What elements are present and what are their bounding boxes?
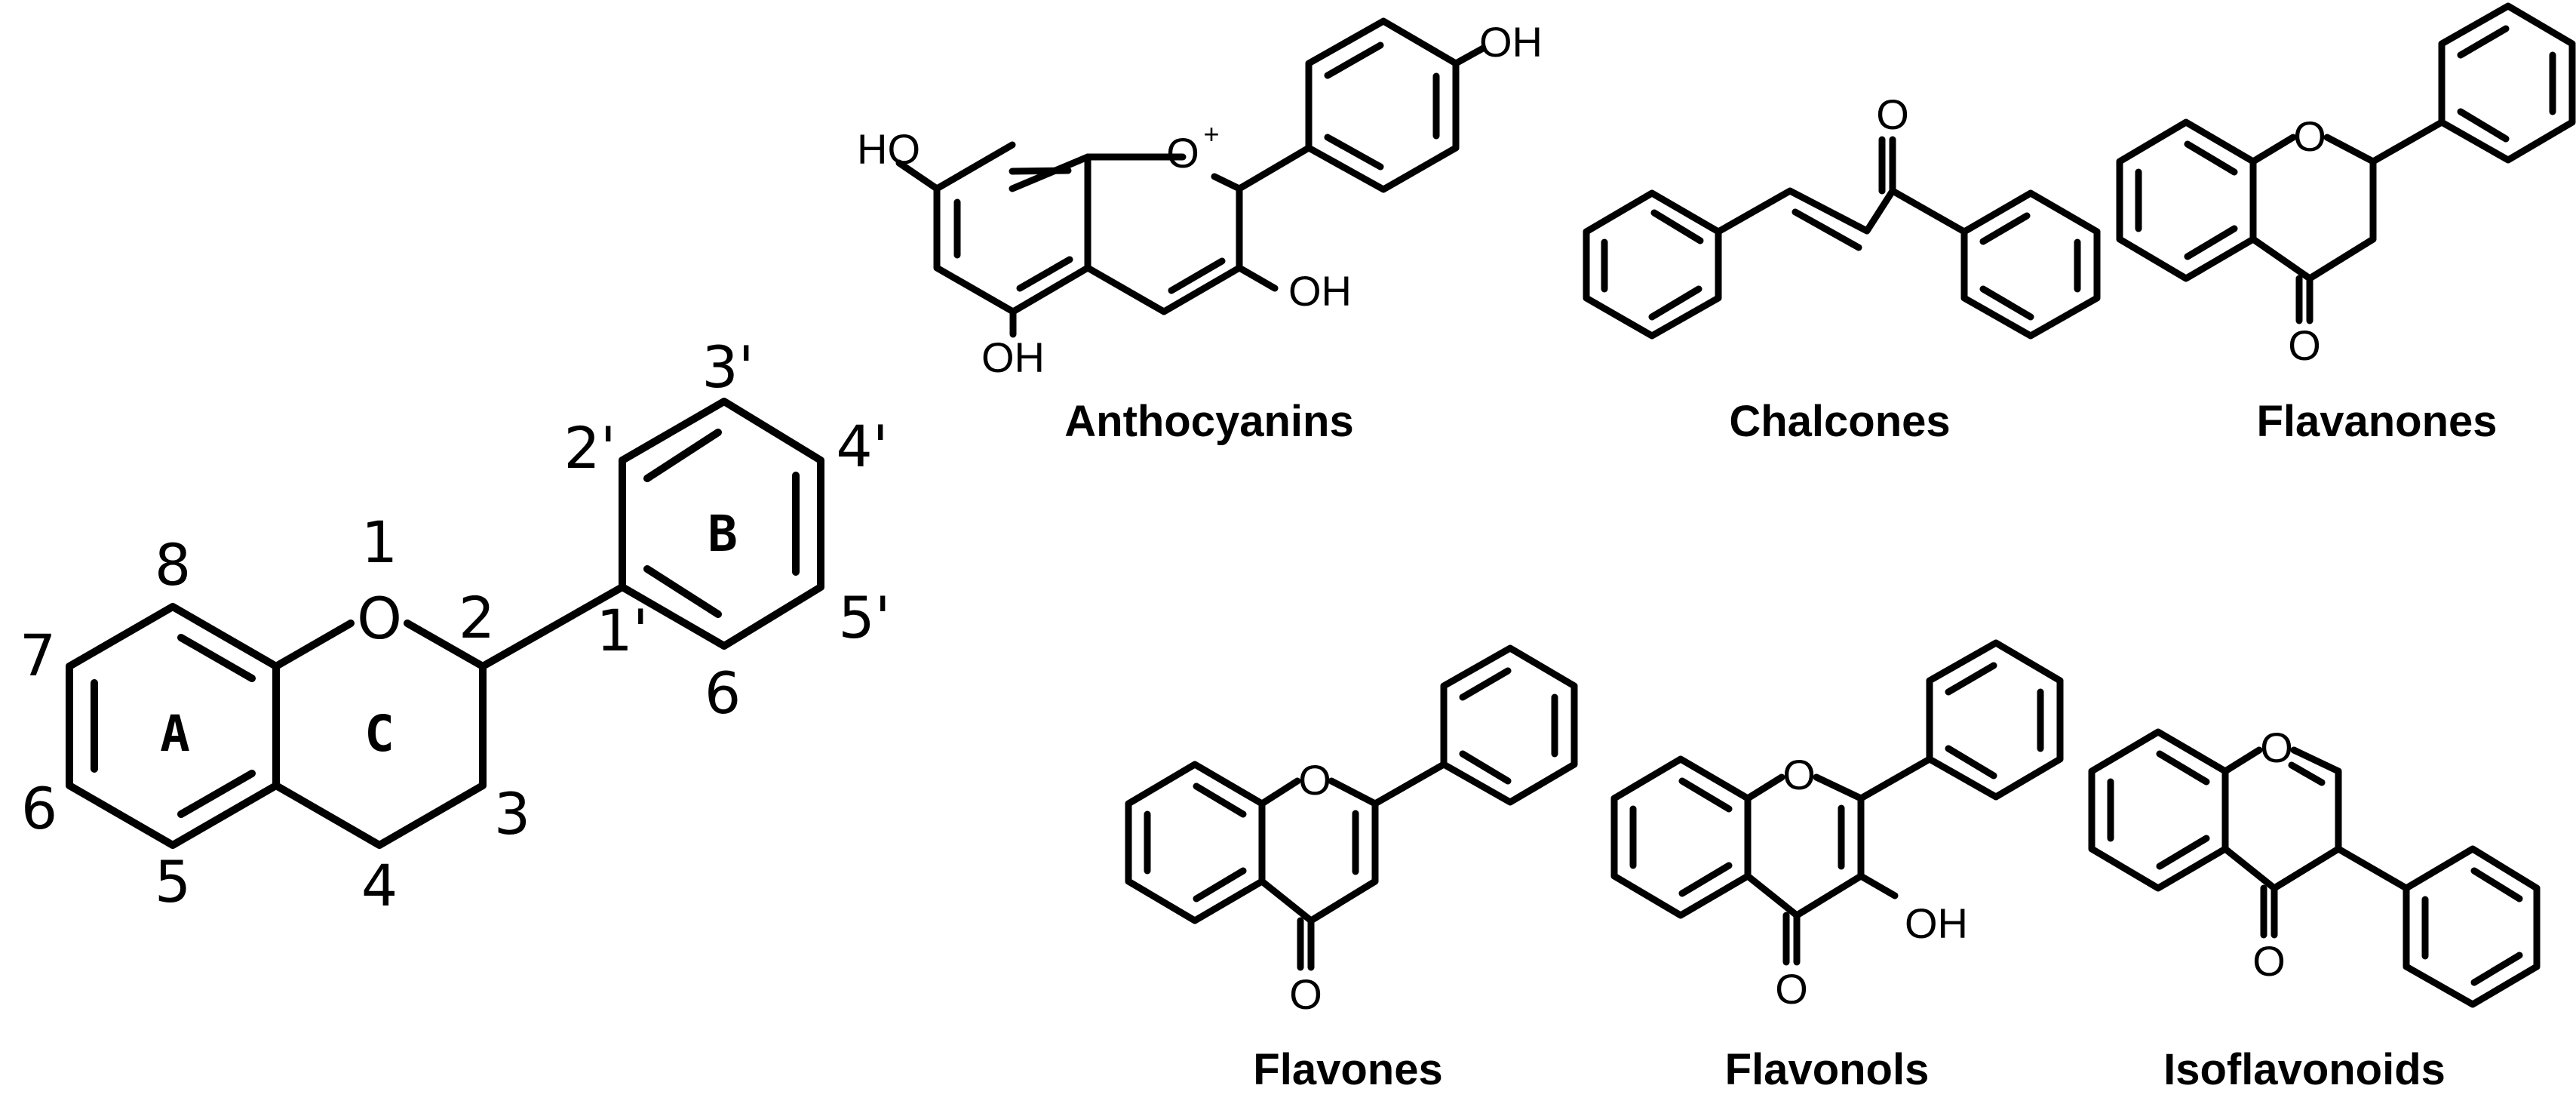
position-6: 6 (21, 775, 57, 842)
hydroxyl-5-label: OH (981, 334, 1045, 381)
position-3: 3 (494, 780, 530, 847)
caption-flavanones: Flavanones (2256, 397, 2497, 446)
positive-charge-label: + (1203, 118, 1219, 149)
ring-a-label: A (160, 705, 190, 763)
flavonol-carbonyl-oxygen: O (1775, 965, 1808, 1013)
position-4-prime: 4' (836, 413, 888, 480)
core-oxygen: O (357, 585, 402, 652)
flavone-ring-oxygen: O (1298, 756, 1331, 804)
flavonol-ring-oxygen: O (1782, 751, 1816, 798)
flavanone-ring-oxygen: O (2293, 112, 2326, 160)
isoflavonoid-ring-oxygen: O (2260, 724, 2293, 771)
flavonol-structure: O O OH Flavonols (1610, 639, 2064, 1094)
position-2: 2 (459, 584, 495, 651)
ring-c-label: C (364, 705, 395, 763)
position-1: 1 (361, 509, 398, 576)
caption-flavonols: Flavonols (1725, 1045, 1930, 1094)
caption-anthocyanins: Anthocyanins (1064, 397, 1354, 446)
ring-b-label: B (708, 505, 738, 563)
position-7: 7 (20, 622, 56, 689)
position-2-prime: 2' (563, 414, 616, 481)
position-5: 5 (155, 848, 191, 915)
caption-isoflavonoids: Isoflavonoids (2163, 1045, 2446, 1094)
flavanone-structure: O O Flavanones (2116, 2, 2576, 446)
position-8: 8 (155, 531, 191, 598)
flavonol-hydroxyl-label: OH (1905, 899, 1968, 947)
chalcone-carbonyl-oxygen: O (1876, 91, 1909, 138)
position-3-prime: 3' (702, 334, 754, 401)
hydroxyl-7-label: HO (857, 125, 920, 173)
hydroxyl-3-label: OH (1288, 267, 1352, 315)
chalcone-structure: O Chalcones (1583, 91, 2101, 446)
isoflavonoid-carbonyl-oxygen: O (2252, 937, 2286, 985)
flavone-carbonyl-oxygen: O (1289, 970, 1322, 1018)
caption-flavones: Flavones (1253, 1045, 1442, 1094)
flavan-core-structure: O A C B 1 2 3 4 5 6 7 8 1' 2' 3' 4' 5' 6 (20, 334, 891, 919)
flavone-structure: O O Flavones (1125, 644, 1578, 1094)
hydroxyl-4-prime-label: OH (1479, 18, 1543, 66)
position-1-prime: 1' (596, 597, 648, 664)
oxonium-label: O (1166, 129, 1199, 177)
anthocyanin-structure: O + HO OH OH OH Anthocyanins (857, 17, 1543, 446)
caption-chalcones: Chalcones (1729, 397, 1950, 446)
position-6-prime: 6 (705, 660, 741, 727)
position-4: 4 (361, 852, 398, 919)
flavanone-carbonyl-oxygen: O (2288, 321, 2321, 369)
isoflavonoid-structure: O O Isoflavonoids (2088, 724, 2541, 1094)
position-5-prime: 5' (838, 584, 890, 651)
